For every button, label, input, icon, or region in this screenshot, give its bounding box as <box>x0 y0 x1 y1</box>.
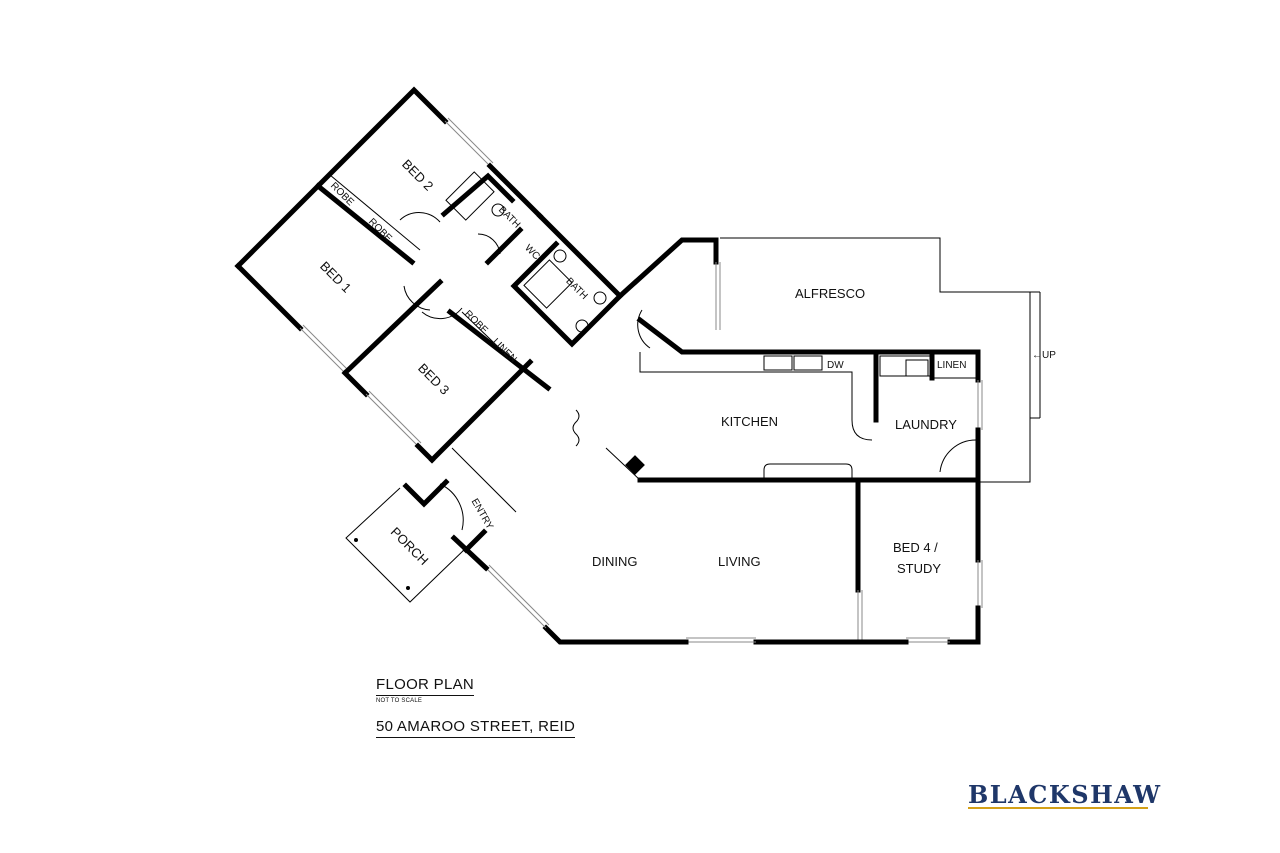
caption-address: 50 AMAROO STREET, REID <box>376 718 576 738</box>
label-up: ←UP <box>1032 350 1056 361</box>
brand-logo: BLACKSHAW <box>968 780 1162 809</box>
label-bath-b: BATH <box>563 276 589 302</box>
caption-scale-note: NOT TO SCALE <box>376 698 423 704</box>
label-linen-b: LINEN <box>937 360 966 371</box>
label-linen-a: LINEN <box>490 336 519 365</box>
label-kitchen: KITCHEN <box>721 414 778 429</box>
brand-underline <box>968 807 1148 809</box>
label-porch: PORCH <box>388 524 432 568</box>
label-bed3: BED 3 <box>415 360 452 397</box>
label-laundry: LAUNDRY <box>895 417 957 432</box>
label-bed4-line1: BED 4 / <box>893 540 938 555</box>
label-bath-a: BATH <box>496 204 522 230</box>
label-alfresco: ALFRESCO <box>795 286 865 301</box>
caption-title: FLOOR PLAN <box>376 676 475 696</box>
label-bed1: BED 1 <box>317 258 354 295</box>
living-wing-walls <box>345 237 1041 645</box>
label-living: LIVING <box>718 554 761 569</box>
bedroom-wing-walls <box>234 86 624 464</box>
room-labels: BED 2 ROBE ROBE BED 1 BATH WC BATH ROBE … <box>317 156 1056 576</box>
label-bed2: BED 2 <box>399 156 436 193</box>
label-dining: DINING <box>592 554 638 569</box>
label-dw: DW <box>827 360 844 371</box>
label-bed4-line2: STUDY <box>897 561 941 576</box>
plan-caption: FLOOR PLAN NOT TO SCALE 50 AMAROO STREET… <box>376 676 576 738</box>
label-entry: ENTRY <box>469 497 496 532</box>
